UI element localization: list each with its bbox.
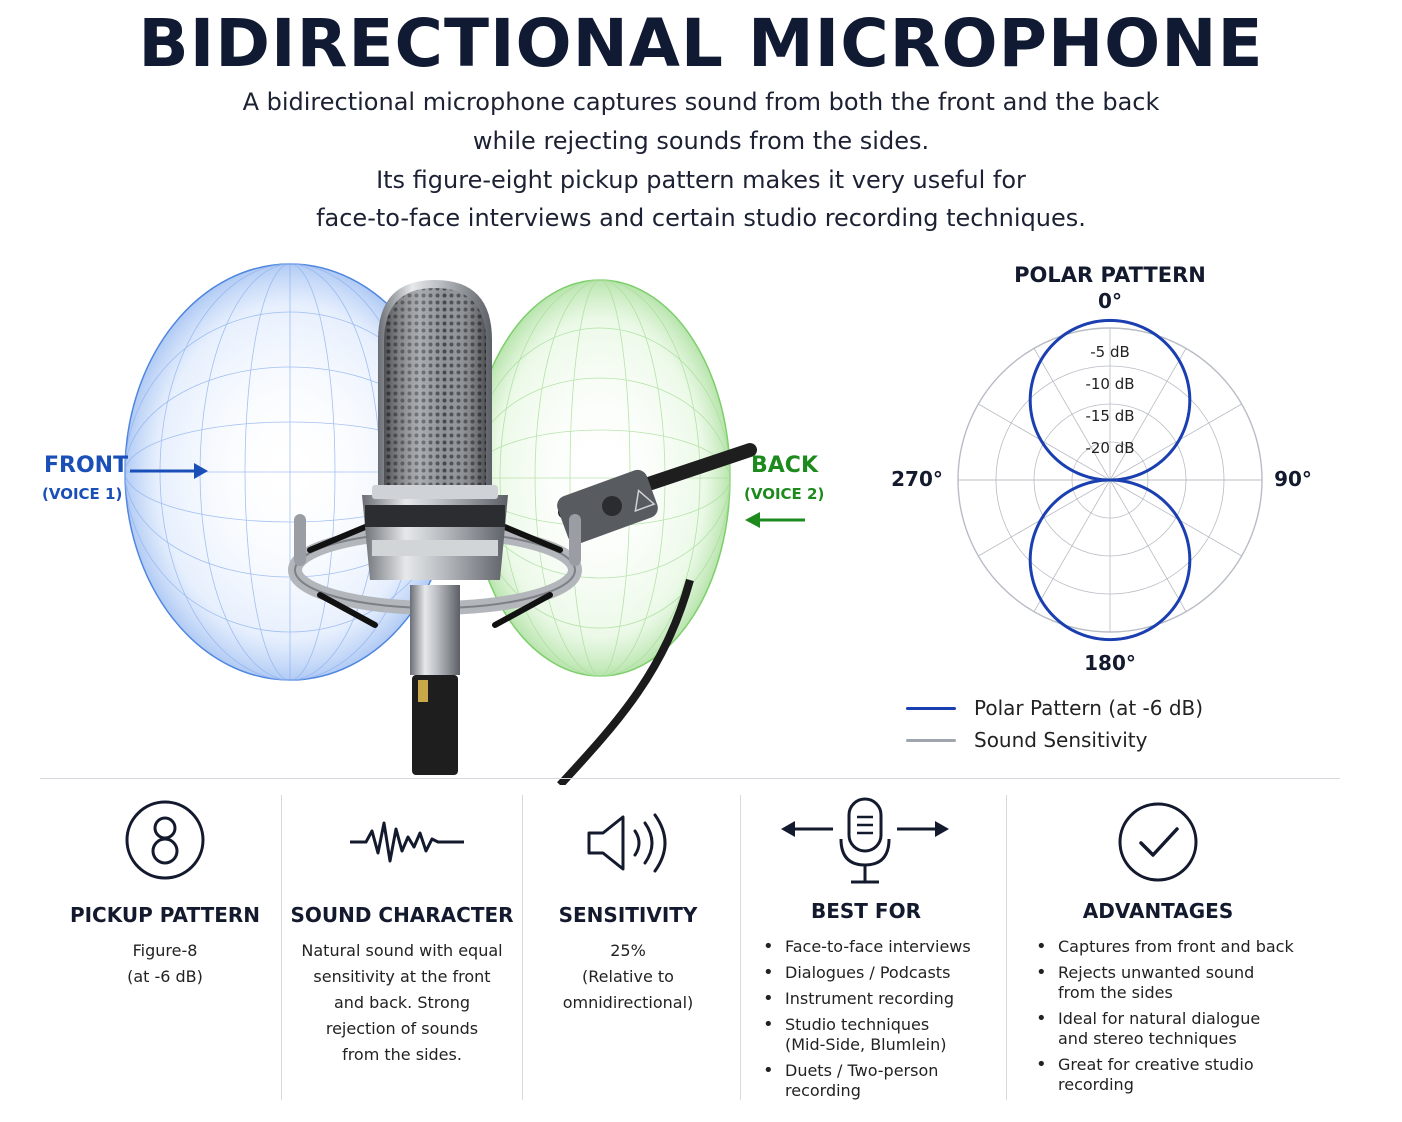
sound-character-card: SOUND CHARACTER Natural sound with equal…: [282, 795, 522, 1100]
pickup-pattern-text: Figure-8 (at -6 dB): [40, 938, 290, 990]
best-for-heading: BEST FOR: [811, 899, 921, 923]
speaker-icon: [587, 813, 667, 873]
best-for-list: Face-to-face interviews Dialogues / Podc…: [759, 937, 971, 1107]
pickup-line: Figure-8: [132, 941, 198, 960]
sensitivity-heading: SENSITIVITY: [558, 903, 698, 927]
sound-line: from the sides.: [342, 1045, 462, 1064]
intro-line-2: while rejecting sounds from the sides.: [472, 127, 930, 155]
intro-line-4: face-to-face interviews and certain stud…: [316, 204, 1086, 232]
sound-character-text: Natural sound with equal sensitivity at …: [282, 938, 522, 1068]
polar-grid-spoke: [1033, 479, 1111, 612]
polar-grid-spoke: [1109, 479, 1242, 557]
list-item: Captures from front and back: [1032, 937, 1294, 957]
column-separator: [281, 795, 282, 1100]
back-arrow: [745, 512, 805, 528]
polar-title: POLAR PATTERN: [1014, 263, 1206, 287]
column-separator: [522, 795, 523, 1100]
angle-label-270: 270°: [891, 467, 943, 491]
legend-item-polar-pattern: Polar Pattern (at -6 dB): [906, 693, 1203, 723]
pickup-pattern-card: PICKUP PATTERN Figure-8 (at -6 dB): [40, 795, 290, 1100]
microphone-body: [362, 280, 508, 580]
sound-character-heading: SOUND CHARACTER: [290, 903, 514, 927]
microphone-diagram: FRONT (VOICE 1) BACK (VOICE 2): [0, 250, 860, 788]
list-item: Studio techniques(Mid-Side, Blumlein): [759, 1015, 971, 1055]
sensitivity-text: 25% (Relative to omnidirectional): [523, 938, 733, 1016]
mount-clamp: [557, 469, 658, 544]
angle-label-90: 90°: [1274, 467, 1312, 491]
db-label-5: -5 dB: [1090, 343, 1130, 361]
sensitivity-card: SENSITIVITY 25% (Relative to omnidirecti…: [523, 795, 733, 1100]
legend-label-sensitivity: Sound Sensitivity: [974, 728, 1148, 752]
db-label-20: -20 dB: [1085, 439, 1134, 457]
advantages-heading: ADVANTAGES: [1082, 899, 1234, 923]
db-label-10: -10 dB: [1085, 375, 1134, 393]
front-label: FRONT: [44, 453, 129, 478]
best-for-card: BEST FOR Face-to-face interviews Dialogu…: [741, 795, 1006, 1100]
advantages-card: ADVANTAGES Captures from front and back …: [1007, 795, 1327, 1100]
column-separator: [740, 795, 741, 1100]
polar-grid-spoke: [1033, 348, 1111, 481]
advantages-list: Captures from front and back Rejects unw…: [1032, 937, 1294, 1101]
polar-pattern-curve: [1028, 318, 1192, 642]
sensitivity-line: 25%: [610, 941, 646, 960]
polar-grid-spoke: [978, 479, 1111, 557]
front-arrow: [130, 463, 208, 479]
section-divider: [40, 778, 1340, 779]
db-label-15: -15 dB: [1085, 407, 1134, 425]
angle-label-180: 180°: [1084, 651, 1136, 675]
sensitivity-line: omnidirectional): [562, 993, 694, 1012]
angle-label-0: 0°: [1098, 289, 1122, 313]
sound-line: Natural sound with equal: [301, 941, 503, 960]
front-sub-label: (VOICE 1): [42, 485, 123, 503]
list-item: Dialogues / Podcasts: [759, 963, 971, 983]
polar-grid: [957, 327, 1263, 633]
checkmark-circle-icon: [1118, 802, 1198, 882]
intro-line-3: Its figure-eight pickup pattern makes it…: [376, 166, 1026, 194]
back-sub-label: (VOICE 2): [744, 485, 825, 503]
microphone-illustration: [124, 263, 805, 788]
page-title: BIDIRECTIONAL MICROPHONE: [138, 5, 1264, 82]
list-item: Instrument recording: [759, 989, 971, 1009]
pickup-pattern-heading: PICKUP PATTERN: [69, 903, 261, 927]
waveform-icon: [350, 821, 464, 863]
polar-plot: POLAR PATTERN 0° 90° 180° 270° -5 dB -10…: [891, 263, 1312, 675]
polar-grid-spoke: [1109, 348, 1187, 481]
sensitivity-line: (Relative to: [582, 967, 674, 986]
pickup-line: (at -6 dB): [127, 967, 203, 986]
figure-eight-icon: [125, 800, 205, 880]
intro-line-1: A bidirectional microphone captures soun…: [242, 88, 1160, 116]
column-separator: [1006, 795, 1007, 1100]
sound-line: and back. Strong: [333, 993, 471, 1012]
legend-item-sensitivity: Sound Sensitivity: [906, 725, 1147, 755]
polar-grid-spoke: [978, 403, 1111, 481]
legend-label-polar: Polar Pattern (at -6 dB): [974, 696, 1204, 720]
list-item: Face-to-face interviews: [759, 937, 971, 957]
sound-line: rejection of sounds: [325, 1019, 479, 1038]
polar-grid-spoke: [1109, 479, 1187, 612]
microphone-arrows-icon: [781, 797, 949, 884]
legend-swatch-polar: [906, 706, 956, 710]
polar-grid-spoke: [1109, 403, 1242, 481]
back-label: BACK: [751, 453, 818, 478]
sound-line: sensitivity at the front: [313, 967, 491, 986]
polar-pattern-chart: POLAR PATTERN 0° 90° 180° 270° -5 dB -10…: [880, 250, 1400, 770]
legend-swatch-sensitivity: [906, 738, 956, 742]
